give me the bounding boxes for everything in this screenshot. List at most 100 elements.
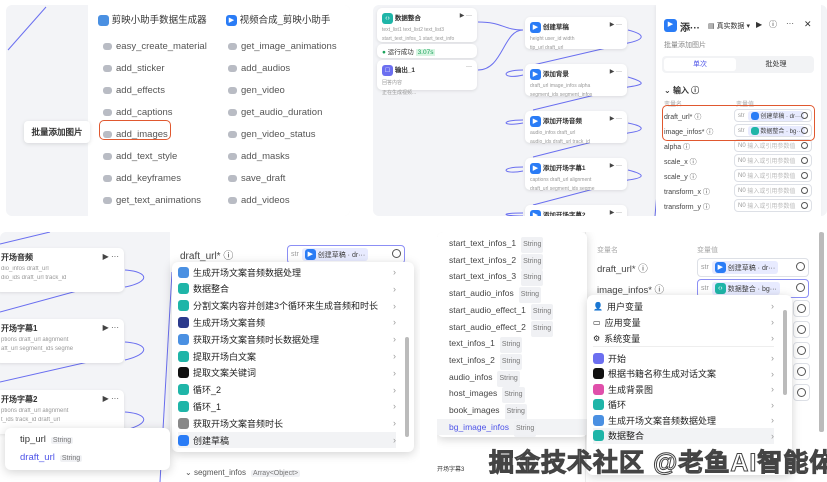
node-icon: [593, 399, 604, 410]
folder-icon: ▭: [593, 317, 601, 327]
plugin-tool-item[interactable]: add_sticker: [103, 63, 165, 74]
menu-item[interactable]: 数据整合›: [178, 281, 396, 297]
node-data-merge[interactable]: ‹› 数据整合▶ ···text_list1 text_list2 text_l…: [377, 8, 477, 42]
plugin-tool-item[interactable]: add_effects: [103, 85, 165, 96]
plugin-tool-item[interactable]: add_masks: [228, 151, 290, 162]
plugin-tool-item[interactable]: gen_video_status: [228, 129, 315, 140]
param-input[interactable]: N0 输入或引用参数值: [734, 199, 812, 212]
tab-batch[interactable]: 批处理: [765, 61, 787, 68]
param-input[interactable]: N0 输入或引用参数值: [734, 139, 812, 152]
param-input[interactable]: [793, 363, 810, 380]
workflow-node[interactable]: ▶ 添加开场字幕1▶ ···captions draft_url alignme…: [525, 158, 627, 192]
menu-item[interactable]: 生成开场文案音频数据处理›: [593, 412, 774, 428]
help-icon[interactable]: ⓘ: [769, 20, 777, 29]
param-input[interactable]: N0 输入或引用参数值: [734, 169, 812, 182]
plugin-tool-item[interactable]: easy_create_material: [103, 41, 207, 52]
plugin-tool-item[interactable]: add_captions: [103, 107, 173, 118]
menu-item[interactable]: 提取开场白文案›: [178, 348, 396, 364]
menu-item[interactable]: 提取文案关键词›: [178, 365, 396, 381]
plugin-tool-item[interactable]: add_audios: [228, 63, 290, 74]
chevron-right-icon: ›: [771, 301, 774, 311]
plugin-tool-item[interactable]: add_text_style: [103, 151, 177, 162]
scrollbar[interactable]: [405, 337, 409, 437]
menu-item[interactable]: 数据整合›: [593, 427, 774, 444]
param-input[interactable]: N0 输入或引用参数值: [734, 154, 812, 167]
param-input[interactable]: [793, 384, 810, 401]
draft-url-field[interactable]: str▶ 创建草稿 · dr···: [287, 245, 405, 264]
menu-item[interactable]: 循环_1›: [178, 398, 396, 414]
workflow-node[interactable]: ▶ 添加开场字幕2▶ ···: [525, 205, 627, 216]
node-actions[interactable]: ▶ ···: [609, 116, 622, 122]
variable-reference-menu: 👤用户变量› ▭应用变量› ⚙系统变量› 开始›根据书籍名称生成对话文案›生成背景图›…: [587, 295, 792, 475]
param-input[interactable]: [793, 300, 810, 317]
menu-item[interactable]: 生成开场文案音频›: [178, 314, 396, 330]
menu-item[interactable]: 获取开场文案音频时长›: [178, 415, 396, 431]
run-status[interactable]: ● 运行成功 3.07s: [377, 44, 477, 58]
node-actions[interactable]: ▶ ···: [609, 69, 622, 75]
tab-single[interactable]: 单次: [664, 58, 736, 71]
scrollbar[interactable]: [819, 232, 824, 432]
param-input[interactable]: [793, 321, 810, 338]
menu-item[interactable]: 创建草稿›: [178, 432, 396, 448]
plugin-tool-item[interactable]: get_audio_duration: [228, 107, 322, 118]
menu-item[interactable]: 分割文案内容并创建3个循环来生成音频和时长›: [178, 298, 396, 314]
plugin-tool-item[interactable]: gen_video: [228, 85, 285, 96]
data-mode-select[interactable]: ▤ 真实数据 ▾: [708, 23, 751, 30]
scrollbar[interactable]: [783, 310, 787, 395]
node-output[interactable]: □ 输出_1···回答内容正在生成视频...: [377, 60, 477, 96]
plugin-list: [88, 5, 350, 216]
param-input[interactable]: str 数据整合 · bg···: [734, 124, 812, 137]
plugin-tool-item[interactable]: add_images: [103, 129, 168, 140]
highlight-box: [662, 105, 815, 141]
node-actions[interactable]: ▶ ···: [609, 22, 622, 28]
run-node-icon[interactable]: ▶ ···: [459, 13, 472, 19]
more-icon[interactable]: ···: [786, 19, 794, 28]
plugin-tool-item[interactable]: save_draft: [228, 173, 285, 184]
menu-item[interactable]: 开始›: [593, 350, 774, 366]
node-icon: [593, 383, 604, 395]
close-icon[interactable]: ✕: [804, 19, 812, 29]
run-icon[interactable]: ▶: [756, 20, 763, 29]
menu-item[interactable]: 循环›: [593, 397, 774, 413]
menu-item[interactable]: ▭应用变量›: [593, 317, 774, 328]
menu-item[interactable]: 循环_2›: [178, 382, 396, 398]
plugin-tool-item[interactable]: add_videos: [228, 195, 290, 206]
plugin-tool-item[interactable]: get_text_animations: [103, 195, 201, 206]
menu-item[interactable]: 生成开场文案音频数据处理›: [178, 264, 396, 280]
menu-item[interactable]: 👤用户变量›: [593, 301, 774, 312]
param-input[interactable]: N0 输入或引用参数值: [734, 184, 812, 197]
draft-url-field[interactable]: str▶ 创建草稿 · dr···: [697, 258, 809, 277]
section-input[interactable]: ⌄ 输入 ⓘ: [664, 86, 700, 95]
plugin-tool-item[interactable]: add_keyframes: [103, 173, 181, 184]
menu-item[interactable]: 生成背景图›: [593, 381, 774, 397]
menu-item[interactable]: ⚙系统变量›: [593, 333, 774, 344]
param-input[interactable]: str 创建草稿 · dr···: [734, 109, 812, 122]
node-actions[interactable]: ▶ ···: [609, 163, 622, 169]
menu-item[interactable]: 根据书籍名称生成对话文案›: [593, 366, 774, 382]
param-input[interactable]: [793, 342, 810, 359]
menu-item[interactable]: 获取开场文案音频时长数据处理›: [178, 331, 396, 347]
node-actions[interactable]: ▶ ···: [609, 210, 622, 216]
plugin-tool-item[interactable]: get_image_animations: [228, 41, 337, 52]
